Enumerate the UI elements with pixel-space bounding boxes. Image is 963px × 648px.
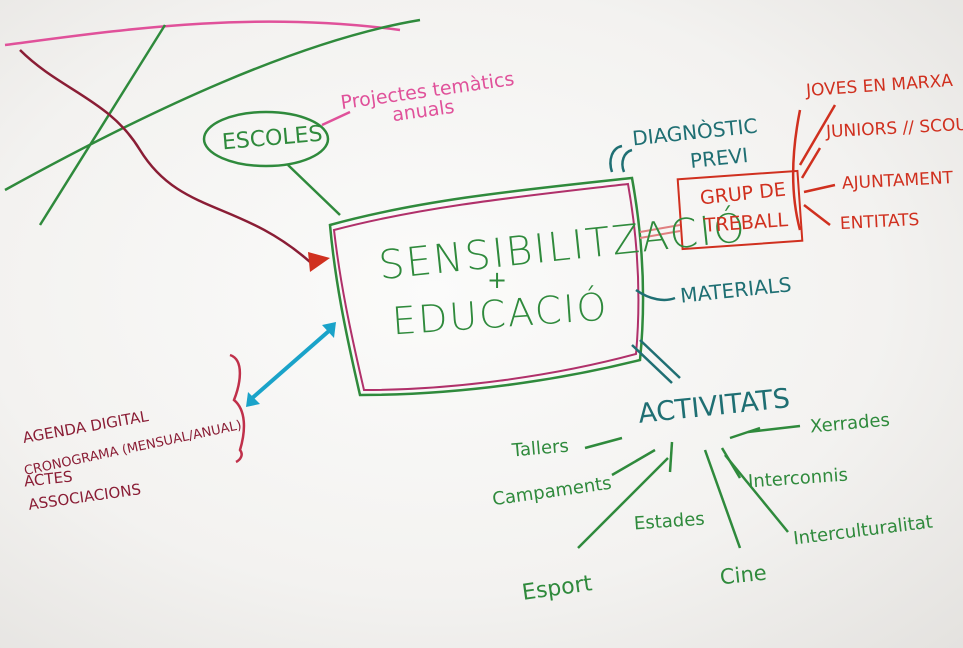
grup-members-bracket — [792, 109, 802, 231]
escoles-oval — [202, 110, 330, 168]
grup-member-4: ENTITATS — [839, 209, 920, 235]
activitat-estades: Estades — [633, 508, 706, 535]
branch-esport — [577, 457, 669, 549]
grup-branch-3 — [803, 183, 836, 194]
activitats-connector-2 — [639, 339, 681, 379]
background-line-maroon — [19, 49, 311, 263]
diagnostic-bracket-1 — [609, 144, 623, 173]
grup-branch-2 — [800, 147, 822, 179]
branch-cine — [703, 449, 742, 549]
arrow-head-red — [308, 252, 330, 272]
diagnostic-line2: PREVI — [688, 143, 750, 173]
activitat-cine: Cine — [718, 560, 768, 590]
branch-tallers — [584, 436, 623, 450]
agenda-arrow-shaft — [248, 328, 332, 402]
materials-connector — [635, 288, 676, 302]
center-box-outline-maroon — [332, 182, 640, 392]
branch-interculturalitat — [724, 454, 789, 533]
branch-estades — [668, 441, 674, 473]
agenda-bracket — [229, 353, 246, 464]
center-plus: + — [487, 266, 508, 294]
grup-connector — [639, 224, 681, 239]
agenda-arrow-head-bottom — [246, 392, 260, 407]
activitats-connector-1 — [631, 344, 673, 384]
grup-box — [676, 169, 804, 251]
background-line-pink — [4, 20, 401, 47]
agenda-arrow-head-top — [322, 322, 336, 338]
branch-xerrades-1 — [729, 426, 761, 440]
background-line-green-2 — [38, 24, 167, 226]
escoles-note-connector — [321, 110, 351, 127]
branch-campaments — [611, 448, 656, 477]
diagnostic-bracket-2 — [621, 148, 633, 173]
grup-branch-1 — [798, 104, 837, 166]
center-box-outline-green — [328, 176, 645, 397]
background-line-green-1 — [4, 18, 421, 192]
grup-branch-4 — [803, 204, 831, 226]
escoles-connector — [287, 164, 341, 216]
branch-xerrades-2 — [747, 424, 801, 434]
activitat-tallers: Tallers — [511, 435, 570, 462]
